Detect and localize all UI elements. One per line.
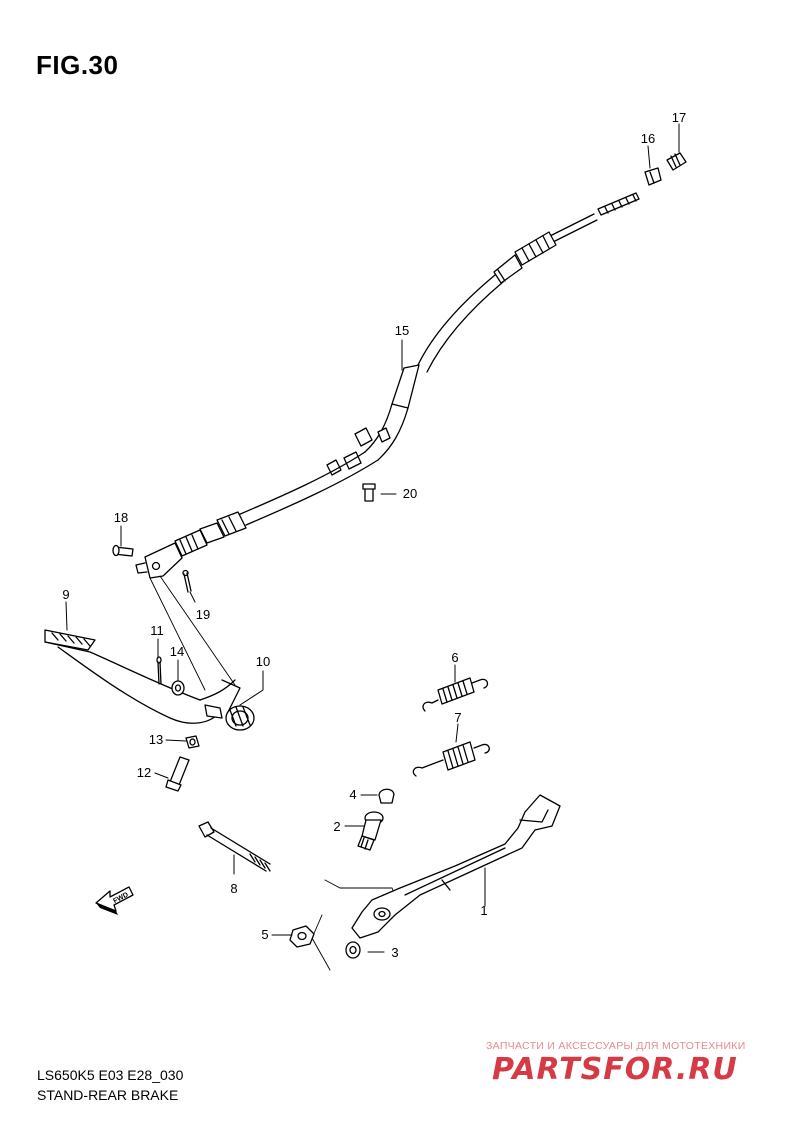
part-17-cable-end-fitting[interactable] xyxy=(666,152,687,171)
callout-5: 5 xyxy=(261,927,268,942)
section-title: STAND-REAR BRAKE xyxy=(37,1087,179,1103)
watermark-logo: PARTSFOR.RU xyxy=(492,1052,738,1087)
callout-2: 2 xyxy=(333,819,340,834)
callout-12: 12 xyxy=(137,765,151,780)
part-20-bolt[interactable] xyxy=(362,483,376,502)
callout-9: 9 xyxy=(62,587,69,602)
callout-14: 14 xyxy=(170,644,184,659)
callout-1: 1 xyxy=(480,903,487,918)
callout-3: 3 xyxy=(391,945,398,960)
part-4-cap[interactable] xyxy=(378,788,395,804)
callout-13: 13 xyxy=(149,732,163,747)
callout-8: 8 xyxy=(230,881,237,896)
callout-4: 4 xyxy=(349,787,356,802)
part-5-nut[interactable] xyxy=(289,925,315,948)
part-13-nut[interactable] xyxy=(185,735,200,749)
part-9-brake-pedal[interactable] xyxy=(44,629,241,724)
callout-20: 20 xyxy=(403,486,417,501)
callout-15: 15 xyxy=(395,323,409,338)
fwd-direction-arrow: FWD xyxy=(95,886,134,915)
part-14-washer[interactable] xyxy=(171,680,185,696)
part-11-pin[interactable] xyxy=(156,656,162,685)
callout-labels: 1 2 3 4 5 6 7 8 9 10 11 12 13 14 15 16 1… xyxy=(62,110,686,960)
part-10-pedal-return-spring[interactable] xyxy=(204,704,255,731)
part-16-nut[interactable] xyxy=(644,167,662,186)
callout-leader-lines xyxy=(65,123,680,953)
fwd-label: FWD xyxy=(112,891,129,905)
callout-19: 19 xyxy=(196,607,210,622)
callout-10: 10 xyxy=(256,654,270,669)
callout-18: 18 xyxy=(114,510,128,525)
part-6-spring[interactable] xyxy=(422,677,489,712)
figure-title: FIG.30 xyxy=(36,50,119,80)
part-15-rear-brake-cable[interactable] xyxy=(135,192,640,579)
part-7-spring[interactable] xyxy=(412,741,490,777)
part-8-bolt[interactable] xyxy=(198,821,271,872)
part-12-bolt[interactable] xyxy=(165,756,190,792)
watermark-caption: ЗАПЧАСТИ И АКСЕССУАРЫ ДЛЯ МОТОТЕХНИКИ xyxy=(486,1040,746,1052)
part-2-pivot-bolt[interactable] xyxy=(357,811,384,851)
callout-16: 16 xyxy=(641,131,655,146)
callout-17: 17 xyxy=(672,110,686,125)
part-3-washer[interactable] xyxy=(345,941,361,959)
part-18-clevis-pin[interactable] xyxy=(112,544,134,557)
callout-7: 7 xyxy=(454,710,461,725)
part-19-cotter-pin[interactable] xyxy=(182,569,192,593)
part-1-side-stand[interactable] xyxy=(351,794,561,939)
callout-11: 11 xyxy=(150,623,164,638)
model-code: LS650K5 E03 E28_030 xyxy=(37,1067,184,1083)
callout-6: 6 xyxy=(451,650,458,665)
